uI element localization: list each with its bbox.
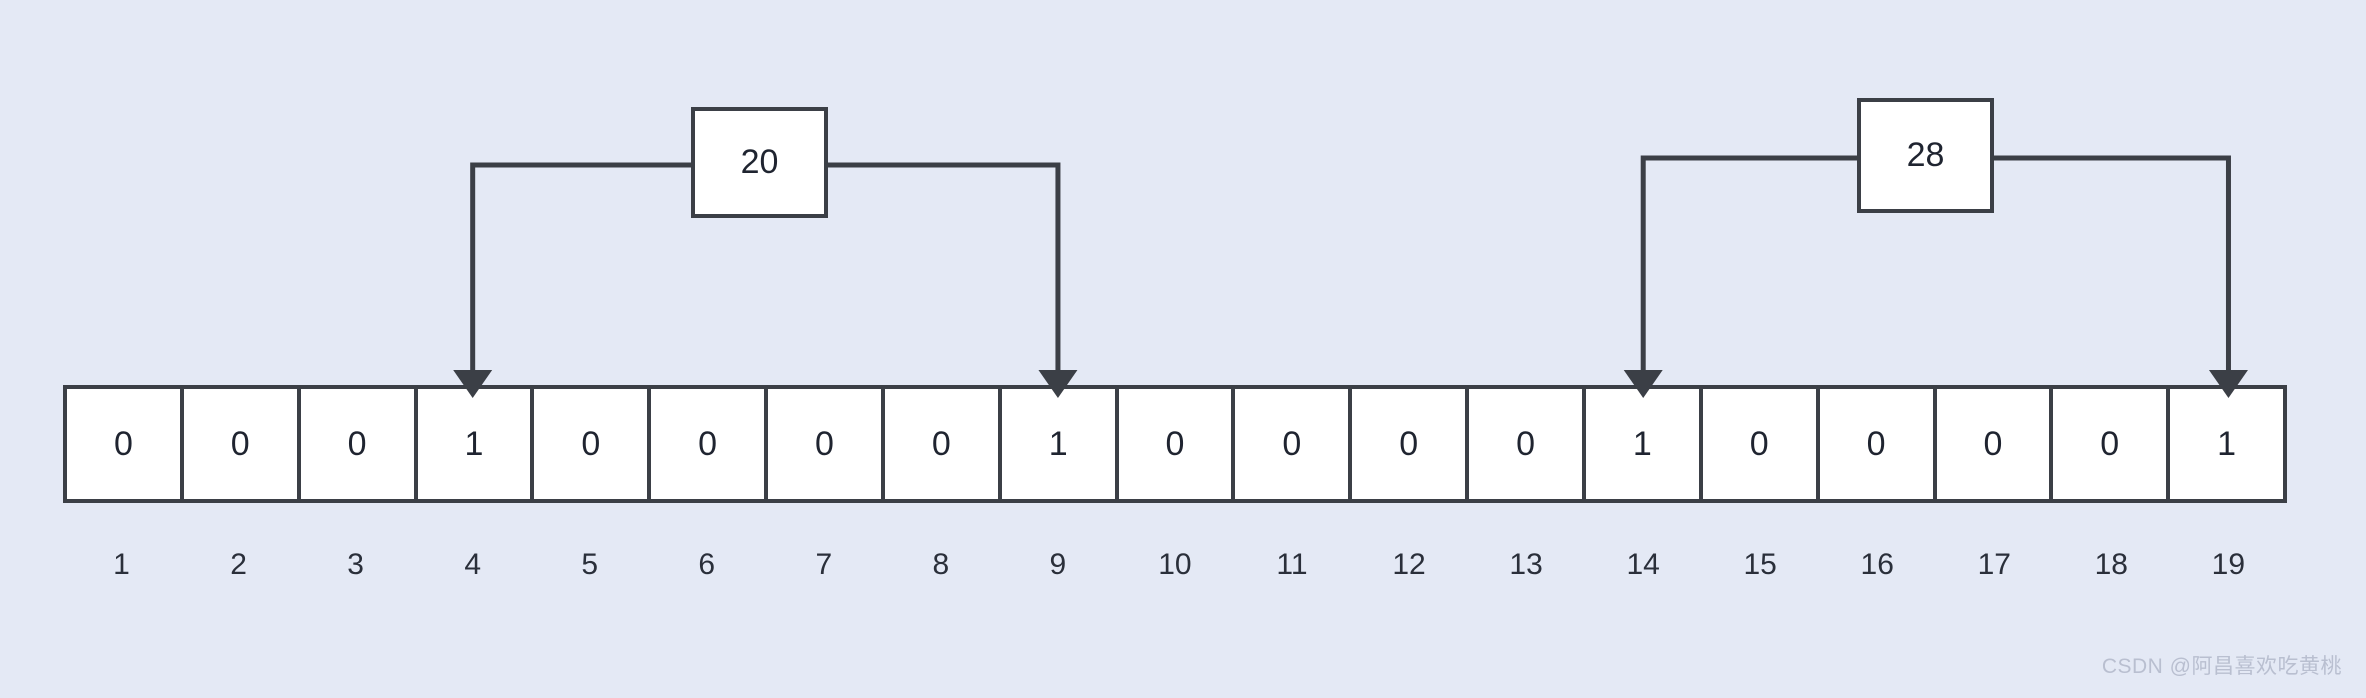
index-label-5: 5 [581, 548, 599, 581]
bit-cell-8[interactable]: 0 [884, 389, 1002, 499]
bit-cell-7[interactable]: 0 [768, 389, 885, 499]
key-20-connector-left [453, 162, 691, 398]
key-box-28-label: 28 [1906, 136, 1945, 174]
index-label-10: 10 [1158, 548, 1192, 581]
bit-cell-18[interactable]: 0 [2053, 389, 2171, 499]
index-label-11: 11 [1276, 548, 1308, 581]
bit-cell-9[interactable]: 1 [1001, 389, 1119, 499]
index-label-4: 4 [464, 548, 481, 581]
bit-cell-6[interactable]: 0 [651, 389, 769, 499]
index-label-17: 17 [1977, 548, 2011, 581]
bit-cell-1[interactable]: 0 [67, 389, 184, 499]
index-label-7: 7 [815, 548, 833, 581]
key-28-connector-right [1994, 155, 2248, 398]
bit-cell-14[interactable]: 1 [1585, 389, 1703, 499]
bit-cell-15[interactable]: 0 [1702, 389, 1820, 499]
index-label-14: 14 [1626, 548, 1660, 581]
key-20-connector-right [828, 162, 1078, 398]
bit-cell-5[interactable]: 0 [534, 389, 652, 499]
index-label-9: 9 [1049, 548, 1067, 581]
key-box-28[interactable]: 28 [1857, 98, 1994, 213]
bit-cell-10[interactable]: 0 [1118, 389, 1236, 499]
bit-cell-19[interactable]: 1 [2170, 389, 2284, 499]
index-label-16: 16 [1860, 548, 1894, 581]
index-label-13: 13 [1509, 548, 1543, 581]
bit-cell-2[interactable]: 0 [183, 389, 301, 499]
bit-cell-16[interactable]: 0 [1819, 389, 1937, 499]
index-label-1: 1 [113, 548, 130, 581]
index-label-19: 19 [2211, 548, 2246, 581]
bit-cell-17[interactable]: 0 [1936, 389, 2054, 499]
index-label-3: 3 [347, 548, 364, 581]
index-label-2: 2 [230, 548, 247, 581]
watermark: CSDN @阿昌喜欢吃黄桃 [2101, 655, 2342, 678]
key-box-20[interactable]: 20 [691, 107, 828, 218]
bit-cell-12[interactable]: 0 [1352, 389, 1470, 499]
bit-cell-13[interactable]: 0 [1469, 389, 1586, 499]
bit-cell-11[interactable]: 0 [1235, 389, 1353, 499]
index-label-18: 18 [2094, 548, 2128, 581]
index-label-15: 15 [1743, 548, 1777, 581]
bit-cell-3[interactable]: 0 [300, 389, 418, 499]
index-label-8: 8 [932, 548, 950, 581]
key-28-connector-left [1623, 155, 1857, 398]
key-box-20-label: 20 [740, 143, 779, 181]
index-label-12: 12 [1392, 548, 1426, 581]
bit-cell-4[interactable]: 1 [417, 389, 535, 499]
index-label-6: 6 [698, 548, 716, 581]
